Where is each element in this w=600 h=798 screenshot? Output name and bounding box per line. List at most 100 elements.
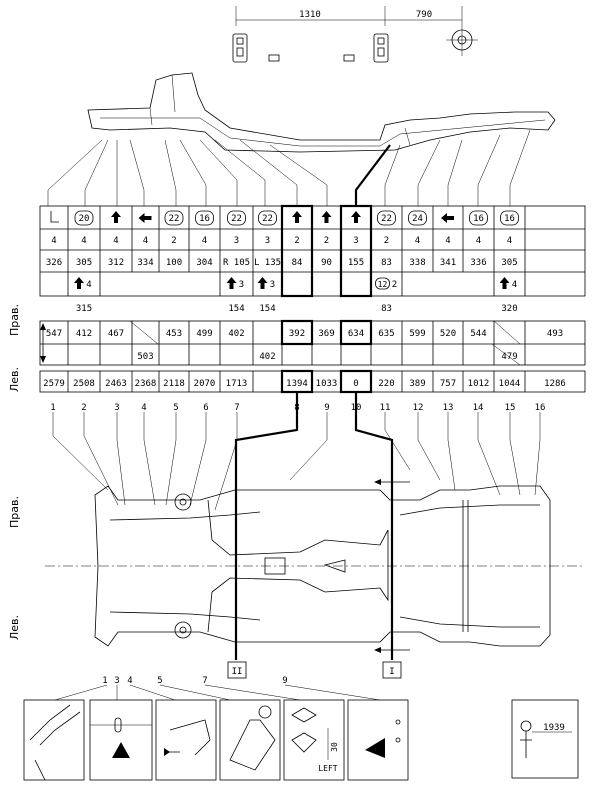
count-cell: 3 xyxy=(265,236,270,246)
leader-lines-top xyxy=(47,129,531,206)
count-cell: 3 xyxy=(234,236,239,246)
distance-cell: 2118 xyxy=(163,379,185,389)
triangle-marker-icon xyxy=(112,742,130,758)
value-cell: 334 xyxy=(137,258,153,268)
right-value-cell: 402 xyxy=(228,329,244,339)
arrow-up-icon xyxy=(321,211,332,223)
circle-20-icon xyxy=(74,210,94,226)
count-cell: 4 xyxy=(415,236,420,246)
extra-value-cell: 154 xyxy=(259,304,275,314)
point-number: 7 xyxy=(234,403,239,413)
count-cell: 4 xyxy=(476,236,481,246)
point-number: 6 xyxy=(203,403,208,413)
detail-box-right xyxy=(511,699,579,779)
right-value-cell: 544 xyxy=(470,329,486,339)
section-marker-2 xyxy=(227,661,247,679)
value-cell: R 105 xyxy=(223,258,250,268)
arrow-up-icon xyxy=(499,277,510,289)
point-number: 11 xyxy=(380,403,391,413)
dimension-1310: 1310 xyxy=(299,10,321,20)
section-marker-1 xyxy=(382,661,402,679)
point-number: 14 xyxy=(473,403,484,413)
circle-16-label: 16 xyxy=(199,214,210,224)
value-cell: 341 xyxy=(440,258,456,268)
leader-lines-bottom xyxy=(52,412,541,511)
right-value-cell: 453 xyxy=(166,329,182,339)
circle-22-label: 22 xyxy=(381,214,392,224)
value-cell: 338 xyxy=(409,258,425,268)
section-marker-1-label: I xyxy=(389,667,394,677)
side-profile xyxy=(87,72,556,153)
count-cell: 4 xyxy=(51,236,56,246)
extra-count-cell: 3 xyxy=(239,280,244,290)
extra-value-cell: 83 xyxy=(381,304,392,314)
arrow-up-icon xyxy=(292,211,302,223)
left-value-cell: 479 xyxy=(501,352,517,362)
value-cell: 336 xyxy=(470,258,486,268)
detail-box-5 xyxy=(219,699,281,781)
bottom-number: 1 xyxy=(102,676,107,686)
distance-cell: 1286 xyxy=(544,379,566,389)
extra-value-cell: 315 xyxy=(76,304,92,314)
left-value-cell: 402 xyxy=(259,352,275,362)
arrow-up-icon xyxy=(74,277,84,289)
value-cell: 305 xyxy=(76,258,92,268)
point-number: 16 xyxy=(535,403,546,413)
extra-count-cell: 3 xyxy=(270,280,275,290)
value-cell: 305 xyxy=(501,258,517,268)
right-side-label-plan: Прав. xyxy=(8,496,21,528)
circle-22-icon xyxy=(227,210,246,226)
arrow-left-icon xyxy=(441,213,454,223)
count-cell: 4 xyxy=(202,236,207,246)
distance-cell: 220 xyxy=(378,379,394,389)
value-cell: 100 xyxy=(166,258,182,268)
detail-box-9 xyxy=(347,699,409,781)
right-value-cell: 392 xyxy=(289,329,305,339)
plan-view xyxy=(45,392,585,660)
distance-cell: 757 xyxy=(440,379,456,389)
detail-box-7 xyxy=(283,699,345,781)
point-number: 5 xyxy=(173,403,178,413)
circle-22-label: 22 xyxy=(169,214,180,224)
top-dimension: 1310 790 xyxy=(232,6,478,63)
dimension-30: 30 xyxy=(330,742,339,752)
extra-count-cell: 2 xyxy=(392,280,397,290)
right-value-cell: 493 xyxy=(547,329,563,339)
dimension-table xyxy=(39,204,586,394)
distance-cell: 0 xyxy=(353,379,358,389)
distance-cell: 2579 xyxy=(43,379,65,389)
value-cell: L 135 xyxy=(254,258,281,268)
circle-22-icon xyxy=(164,210,184,226)
circle-12-icon xyxy=(375,277,390,290)
circle-16-icon xyxy=(469,210,488,226)
distance-cell: 1044 xyxy=(499,379,521,389)
count-cell: 2 xyxy=(324,236,329,246)
distance-cell: 1012 xyxy=(468,379,490,389)
hole-icon xyxy=(343,54,355,62)
right-value-cell: 520 xyxy=(440,329,456,339)
count-cell: 4 xyxy=(507,236,512,246)
bottom-number: 4 xyxy=(127,676,132,686)
count-cell: 4 xyxy=(113,236,118,246)
point-number: 3 xyxy=(114,403,119,413)
hook-icon xyxy=(50,211,59,223)
count-cell: 2 xyxy=(294,236,299,246)
point-number: 13 xyxy=(443,403,454,413)
count-cell: 4 xyxy=(143,236,148,246)
circle-16-label: 16 xyxy=(504,214,515,224)
circle-22-icon xyxy=(258,210,277,226)
arrow-up-icon xyxy=(351,211,361,223)
value-cell: 304 xyxy=(196,258,212,268)
left-side-label: Лев. xyxy=(8,367,21,392)
value-cell: 155 xyxy=(348,258,364,268)
circle-24-label: 24 xyxy=(412,214,423,224)
detail-boxes: 30 LEFT 1939 xyxy=(23,699,579,781)
right-value-cell: 467 xyxy=(108,329,124,339)
circle-16-label: 16 xyxy=(473,214,484,224)
point-number: 1 xyxy=(50,403,55,413)
arrow-up-icon xyxy=(257,277,268,289)
arrow-up-icon xyxy=(226,277,237,289)
circle-16-icon xyxy=(195,210,214,226)
distance-cell: 2368 xyxy=(135,379,157,389)
